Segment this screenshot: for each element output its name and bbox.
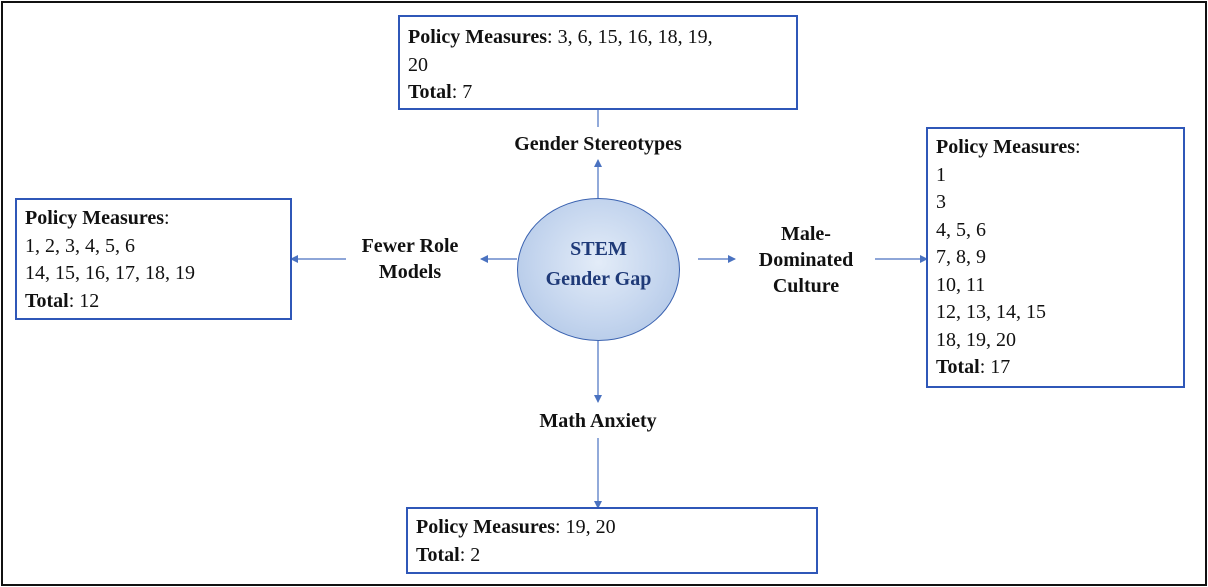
bottom-policy-line: Policy Measures: 19, 20 [416, 514, 808, 542]
left-total-line: Total: 12 [25, 288, 282, 316]
right-policy-row: 18, 19, 20 [936, 328, 1016, 351]
bottom-policy-heading: Policy Measures [416, 516, 556, 538]
right-total-line: Total: 17 [936, 354, 1175, 382]
left-policy-heading: Policy Measures [25, 207, 165, 229]
center-label-line1: STEM [570, 238, 627, 260]
top-policy-measures-wrap: 20 [408, 53, 428, 76]
right-policy-heading: Policy Measures [936, 136, 1076, 158]
top-total-line: Total: 7 [408, 79, 788, 107]
left-total-value: : 12 [68, 289, 100, 312]
bottom-policy-box: Policy Measures: 19, 20 Total: 2 [406, 507, 818, 574]
fewer-role-models-line2: Models [378, 261, 442, 283]
right-policy-row: 3 [936, 191, 946, 213]
right-policy-row: 7, 8, 9 [936, 246, 986, 268]
male-dominated-line3: Culture [772, 275, 840, 297]
right-policy-row: 10, 11 [936, 273, 986, 296]
left-policy-line: Policy Measures: [25, 207, 170, 229]
right-total-value: : 17 [979, 356, 1011, 378]
male-dominated-line2: Dominated [758, 249, 854, 271]
right-total-label: Total [936, 356, 980, 378]
left-policy-row: 1, 2, 3, 4, 5, 6 [25, 234, 135, 257]
fewer-role-models-label: Fewer Role Models [340, 233, 480, 285]
right-policy-row: 4, 5, 6 [936, 218, 986, 241]
right-policy-box: Policy Measures: 1 3 4, 5, 6 7, 8, 9 10,… [926, 127, 1185, 388]
top-policy-line: Policy Measures: 3, 6, 15, 16, 18, 19, [408, 24, 788, 52]
bottom-total-value: : 2 [459, 543, 481, 566]
bottom-total-label: Total [416, 543, 460, 566]
male-dominated-culture-label: Male- Dominated Culture [735, 221, 877, 299]
right-policy-line: Policy Measures: [936, 136, 1081, 158]
math-anxiety-label: Math Anxiety [539, 410, 657, 432]
top-total-value: : 7 [451, 81, 473, 103]
bottom-policy-measures: : 19, 20 [555, 516, 616, 538]
right-policy-row: 12, 13, 14, 15 [936, 301, 1046, 323]
left-policy-row: 14, 15, 16, 17, 18, 19 [25, 262, 195, 284]
top-policy-heading: Policy Measures [408, 26, 548, 48]
top-total-label: Total [408, 81, 452, 103]
gender-stereotypes-label: Gender Stereotypes [514, 133, 682, 155]
top-policy-box: Policy Measures: 3, 6, 15, 16, 18, 19, 2… [398, 15, 798, 110]
male-dominated-line1: Male- [781, 223, 831, 245]
bottom-total-line: Total: 2 [416, 542, 808, 570]
right-policy-row: 1 [936, 163, 946, 186]
top-policy-measures: : 3, 6, 15, 16, 18, 19, [547, 26, 713, 48]
center-label-line2: Gender Gap [545, 268, 652, 290]
fewer-role-models-line1: Fewer Role [361, 235, 459, 257]
stem-gender-gap-node: STEM Gender Gap [517, 198, 680, 341]
left-total-label: Total [25, 289, 69, 312]
left-policy-box: Policy Measures: 1, 2, 3, 4, 5, 6 14, 15… [15, 198, 292, 320]
